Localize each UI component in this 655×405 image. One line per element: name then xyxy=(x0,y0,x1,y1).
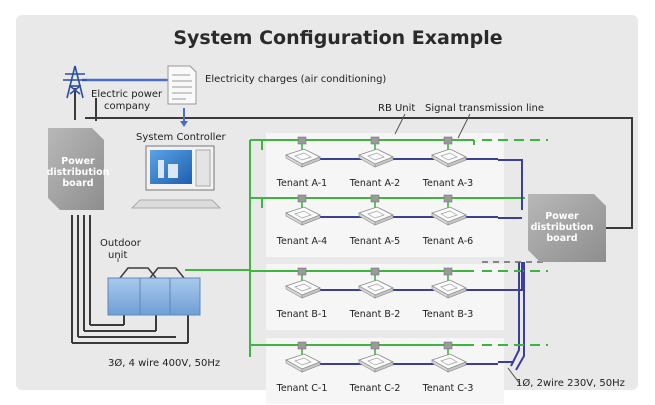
power-board-left-label-3: board xyxy=(62,178,93,189)
outdoor-unit-1 xyxy=(107,277,141,316)
supply-3phase-label: 3Ø, 4 wire 400V, 50Hz xyxy=(108,357,220,369)
tenant-label: Tenant B-2 xyxy=(349,309,401,320)
power-lines xyxy=(71,88,633,344)
indoor-unit-icon xyxy=(431,341,467,373)
tenant-label: Tenant B-3 xyxy=(422,309,474,320)
indoor-unit-icon xyxy=(358,341,394,373)
invoice-document-icon xyxy=(167,65,197,105)
diagram-title: System Configuration Example xyxy=(173,27,502,49)
tenant-row: Tenant C-1 Tenant C-2 Tenant C-3 xyxy=(276,341,498,394)
outdoor-unit-group xyxy=(107,277,201,316)
signal-line-leader xyxy=(457,113,471,139)
tenant-label: Tenant B-1 xyxy=(276,309,328,320)
electricity-charges-label: Electricity charges (air conditioning) xyxy=(205,74,386,85)
power-board-left xyxy=(48,128,104,210)
signal-lines xyxy=(498,159,523,363)
supply-1phase-label: 1Ø, 2wire 230V, 50Hz xyxy=(516,377,625,389)
indoor-unit-icon xyxy=(358,267,394,299)
outdoor-unit-label-1: Outdoor xyxy=(100,238,142,249)
power-board-right-label-3: board xyxy=(546,233,577,244)
tenant-label: Tenant A-5 xyxy=(349,236,400,247)
outdoor-unit-2 xyxy=(139,277,171,316)
indoor-unit-icon xyxy=(431,267,467,299)
power-board-right-label-2: distribution xyxy=(531,222,594,233)
single-phase-leader xyxy=(507,367,521,385)
indoor-unit-icon xyxy=(285,341,321,373)
outdoor-unit-3 xyxy=(169,277,201,316)
rb-unit-label: RB Unit xyxy=(378,103,415,114)
power-board-right xyxy=(528,194,606,262)
indoor-unit-icon xyxy=(285,194,321,226)
tenant-label: Tenant C-1 xyxy=(276,383,328,394)
electric-company-label-2: company xyxy=(104,101,150,112)
signal-line-label: Signal transmission line xyxy=(425,103,544,114)
tenant-label: Tenant A-2 xyxy=(349,178,400,189)
tenant-label: Tenant A-3 xyxy=(422,178,473,189)
tenant-label: Tenant C-2 xyxy=(349,383,401,394)
tenant-row: Tenant B-1 Tenant B-2 Tenant B-3 xyxy=(276,267,498,320)
tenant-label: Tenant A-1 xyxy=(276,178,327,189)
indoor-unit-icon xyxy=(358,136,394,168)
indoor-unit-icon xyxy=(358,194,394,226)
system-controller-icon xyxy=(131,145,221,209)
indoor-unit-icon xyxy=(431,136,467,168)
tenant-row: Tenant A-1 Tenant A-2 Tenant A-3 xyxy=(276,136,498,189)
power-board-left-label-1: Power xyxy=(61,156,95,167)
outdoor-unit-label-2: unit xyxy=(108,250,127,261)
system-controller-label: System Controller xyxy=(136,132,227,143)
rb-unit-leader xyxy=(394,113,406,135)
indoor-unit-icon xyxy=(285,267,321,299)
power-pylon-icon xyxy=(63,65,87,99)
charges-arrow-head xyxy=(180,121,188,127)
tenant-label: Tenant A-4 xyxy=(276,236,327,247)
single-phase-lines xyxy=(510,262,525,371)
indoor-unit-icon xyxy=(431,194,467,226)
indoor-unit-icon xyxy=(285,136,321,168)
tenant-label: Tenant C-3 xyxy=(422,383,474,394)
tenant-row: Tenant A-4 Tenant A-5 Tenant A-6 xyxy=(276,194,498,247)
tenant-label: Tenant A-6 xyxy=(422,236,473,247)
power-board-left-label-2: distribution xyxy=(47,167,110,178)
electric-company-label-1: Electric power xyxy=(91,89,163,100)
power-board-right-label-1: Power xyxy=(545,211,579,222)
outdoor-unit-piping xyxy=(119,267,185,279)
